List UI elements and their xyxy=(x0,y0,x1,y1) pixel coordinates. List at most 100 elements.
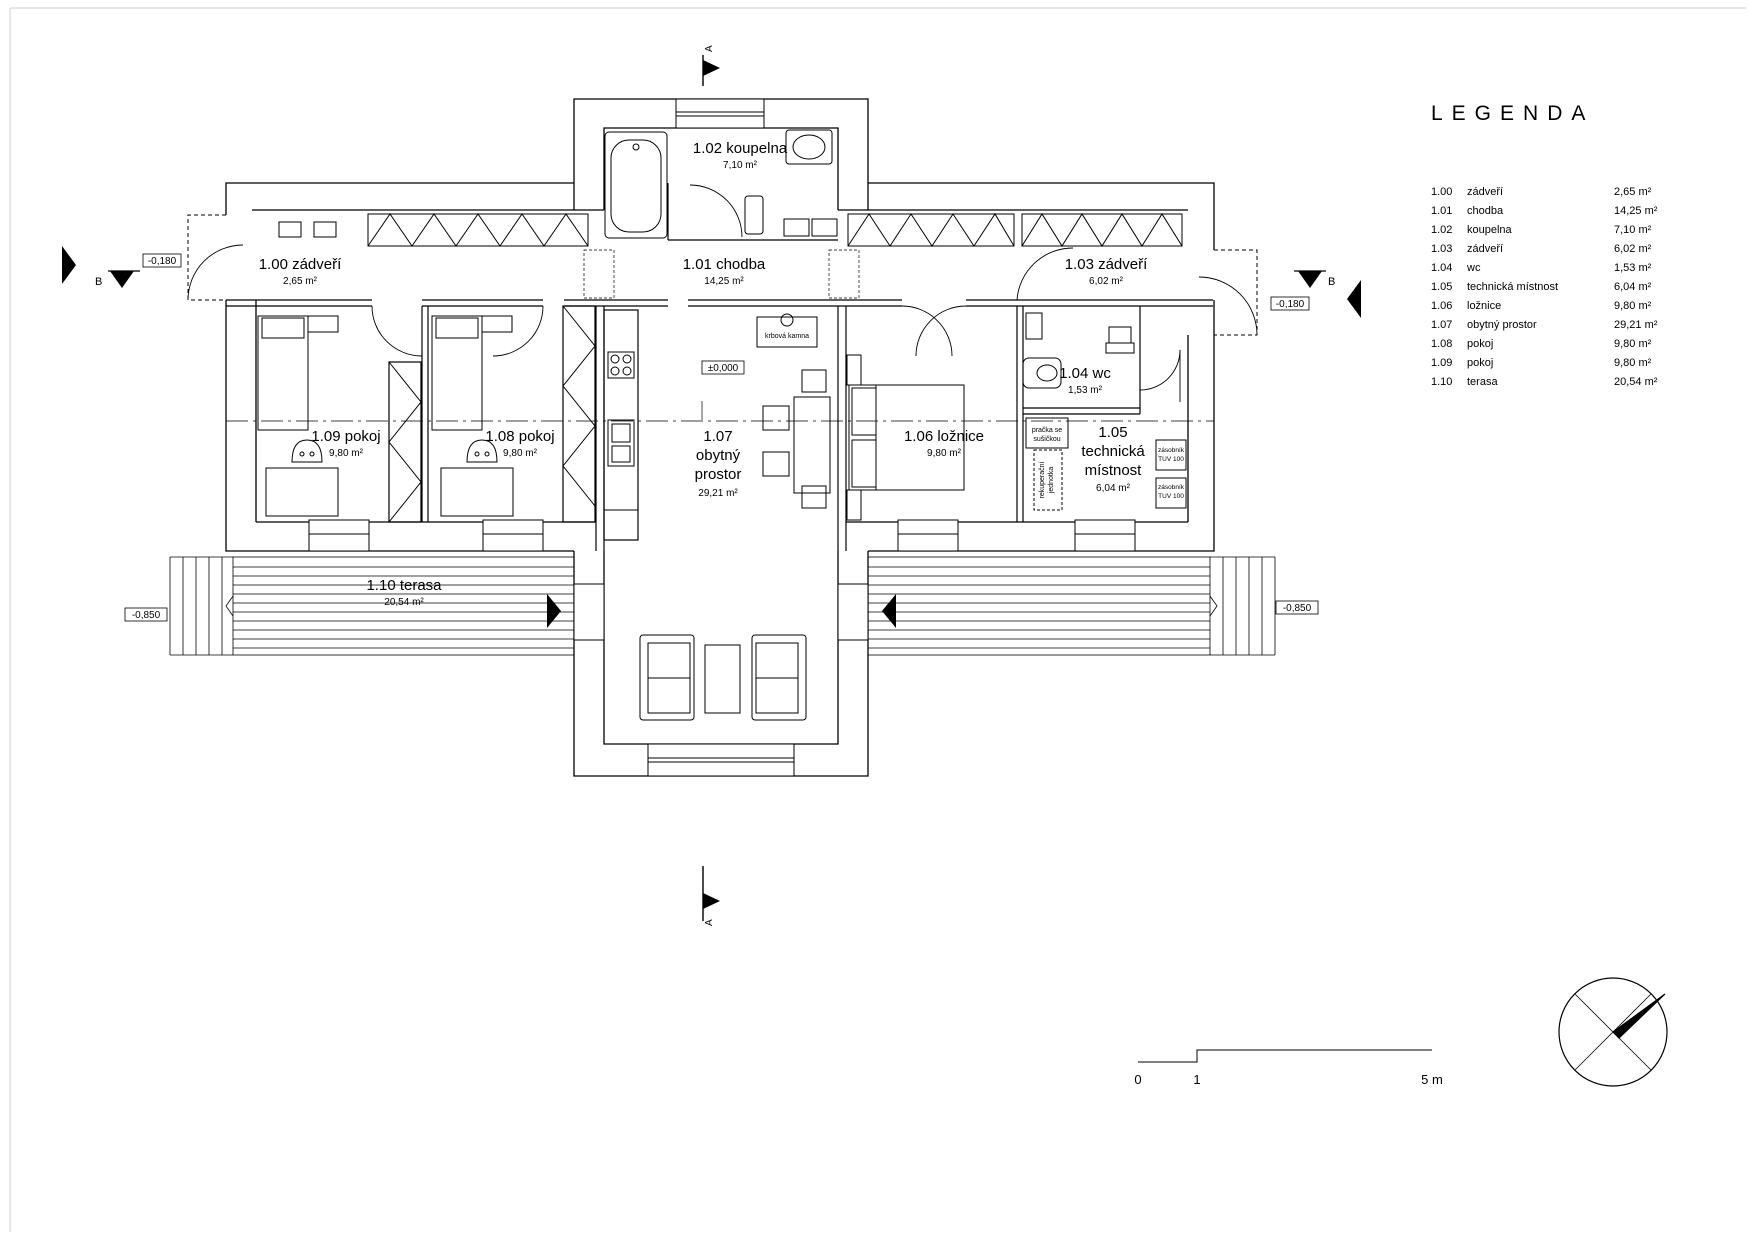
svg-text:zásobník: zásobník xyxy=(1158,447,1185,454)
section-marker-a-north: A xyxy=(702,45,720,86)
terrace-entry-arrow-west xyxy=(547,594,561,628)
legend-code: 1.09 xyxy=(1431,356,1453,369)
svg-text:1.01 chodba: 1.01 chodba xyxy=(683,256,766,273)
svg-text:-0,180: -0,180 xyxy=(148,256,177,267)
legend-row: 1.09 pokoj 9,80 m² xyxy=(1431,353,1674,372)
legend-row: 1.03 zádveří 6,02 m² xyxy=(1431,239,1674,258)
legend-name: ložnice xyxy=(1467,299,1502,312)
legend-title: LEGENDA xyxy=(1431,102,1595,125)
legend-area: 9,80 m² xyxy=(1614,337,1652,350)
room-label-1-07: 1.07 obytný prostor 29,21 m² xyxy=(695,428,742,499)
svg-text:zásobník: zásobník xyxy=(1158,484,1185,491)
svg-text:29,21 m²: 29,21 m² xyxy=(698,488,738,499)
legend-code: 1.05 xyxy=(1431,280,1453,293)
legend-code: 1.01 xyxy=(1431,204,1453,217)
svg-text:sušičkou: sušičkou xyxy=(1033,436,1060,443)
level-mark-zero: ±0,000 xyxy=(701,360,745,375)
svg-text:1.03 zádveří: 1.03 zádveří xyxy=(1065,256,1148,273)
north-arrow-icon xyxy=(1558,977,1668,1087)
legend-code: 1.02 xyxy=(1431,223,1453,236)
svg-text:technická: technická xyxy=(1081,443,1145,460)
svg-text:jednotka: jednotka xyxy=(1048,467,1055,495)
svg-text:9,80 m²: 9,80 m² xyxy=(927,448,962,459)
svg-text:1.10 terasa: 1.10 terasa xyxy=(366,577,442,594)
legend-area: 9,80 m² xyxy=(1614,299,1652,312)
legend-code: 1.00 xyxy=(1431,185,1453,198)
scale-bar: 0 1 5 m xyxy=(1134,1049,1443,1087)
legend-area: 6,02 m² xyxy=(1614,242,1652,255)
svg-text:9,80 m²: 9,80 m² xyxy=(503,448,538,459)
svg-text:B: B xyxy=(95,276,102,288)
svg-text:rekuperační: rekuperační xyxy=(1039,461,1046,498)
svg-text:-0,180: -0,180 xyxy=(1276,299,1305,310)
svg-text:TUV 100: TUV 100 xyxy=(1158,493,1184,500)
svg-text:prostor: prostor xyxy=(695,466,742,483)
legend-code: 1.06 xyxy=(1431,299,1453,312)
section-marker-a-south: A xyxy=(702,866,720,926)
legend-row: 1.07 obytný prostor 29,21 m² xyxy=(1431,315,1674,334)
section-marker-b-east: B xyxy=(1294,270,1361,318)
svg-text:1.08 pokoj: 1.08 pokoj xyxy=(485,428,554,445)
svg-text:obytný: obytný xyxy=(696,447,741,464)
svg-text:20,54 m²: 20,54 m² xyxy=(384,597,424,608)
svg-text:±0,000: ±0,000 xyxy=(708,363,739,374)
legend-row: 1.06 ložnice 9,80 m² xyxy=(1431,296,1674,315)
svg-text:1,53 m²: 1,53 m² xyxy=(1068,385,1103,396)
level-mark-terrace-west: -0,850 xyxy=(124,607,168,622)
washer-label: pračka se sušičkou xyxy=(1032,427,1062,443)
legend-row: 1.02 koupelna 7,10 m² xyxy=(1431,220,1674,239)
legend-area: 9,80 m² xyxy=(1614,356,1652,369)
room-label-1-01: 1.01 chodba 14,25 m² xyxy=(683,256,766,287)
terrace-entry-arrow-east xyxy=(882,594,896,628)
legend-area: 6,04 m² xyxy=(1614,280,1652,293)
svg-text:-0,850: -0,850 xyxy=(1283,603,1312,614)
tech-room-equipment xyxy=(1025,417,1187,511)
room-label-1-03: 1.03 zádveří 6,02 m² xyxy=(1065,256,1148,287)
room-label-1-04: 1.04 wc 1,53 m² xyxy=(1059,365,1111,396)
legend-name: obytný prostor xyxy=(1467,318,1537,331)
room-label-1-10: 1.10 terasa 20,54 m² xyxy=(366,577,442,608)
door-swings xyxy=(187,184,1258,414)
legend-name: zádveří xyxy=(1467,242,1504,255)
legend-code: 1.07 xyxy=(1431,318,1453,331)
room-label-1-06: 1.06 ložnice 9,80 m² xyxy=(904,428,984,459)
svg-text:6,02 m²: 6,02 m² xyxy=(1089,276,1124,287)
room-label-1-05: 1.05 technická místnost 6,04 m² xyxy=(1081,424,1145,494)
legend-code: 1.03 xyxy=(1431,242,1453,255)
legend-name: pokoj xyxy=(1467,356,1494,369)
svg-text:0: 0 xyxy=(1134,1072,1141,1087)
room-label-1-02: 1.02 koupelna 7,10 m² xyxy=(693,140,788,171)
section-marker-b-west: B xyxy=(62,246,140,288)
legend-name: zádveří xyxy=(1467,185,1504,198)
legend-name: wc xyxy=(1467,261,1481,274)
section-lines xyxy=(226,249,1214,422)
legend-name: koupelna xyxy=(1467,223,1512,236)
terrace-decking xyxy=(169,556,1276,656)
svg-text:6,04 m²: 6,04 m² xyxy=(1096,483,1131,494)
svg-text:B: B xyxy=(1328,276,1335,288)
boiler-label-2: zásobník TUV 100 xyxy=(1158,484,1185,500)
legend-code: 1.08 xyxy=(1431,337,1453,350)
legend-name: technická místnost xyxy=(1467,280,1559,293)
level-mark-terrace-east: -0,850 xyxy=(1275,600,1319,615)
room-label-1-08: 1.08 pokoj 9,80 m² xyxy=(485,428,554,459)
level-mark-entry-west: -0,180 xyxy=(142,253,182,268)
legend-area: 7,10 m² xyxy=(1614,223,1652,236)
svg-text:A: A xyxy=(704,919,715,926)
svg-text:1.07: 1.07 xyxy=(703,428,732,445)
legend-row: 1.05 technická místnost 6,04 m² xyxy=(1431,277,1674,296)
legend-area: 1,53 m² xyxy=(1614,261,1652,274)
svg-text:1.09 pokoj: 1.09 pokoj xyxy=(311,428,380,445)
corridor-wardrobes xyxy=(367,213,1183,523)
svg-text:A: A xyxy=(704,45,715,52)
legend-area: 14,25 m² xyxy=(1614,204,1658,217)
svg-text:pračka se: pračka se xyxy=(1032,427,1062,434)
svg-text:9,80 m²: 9,80 m² xyxy=(329,448,364,459)
legend-area: 29,21 m² xyxy=(1614,318,1658,331)
